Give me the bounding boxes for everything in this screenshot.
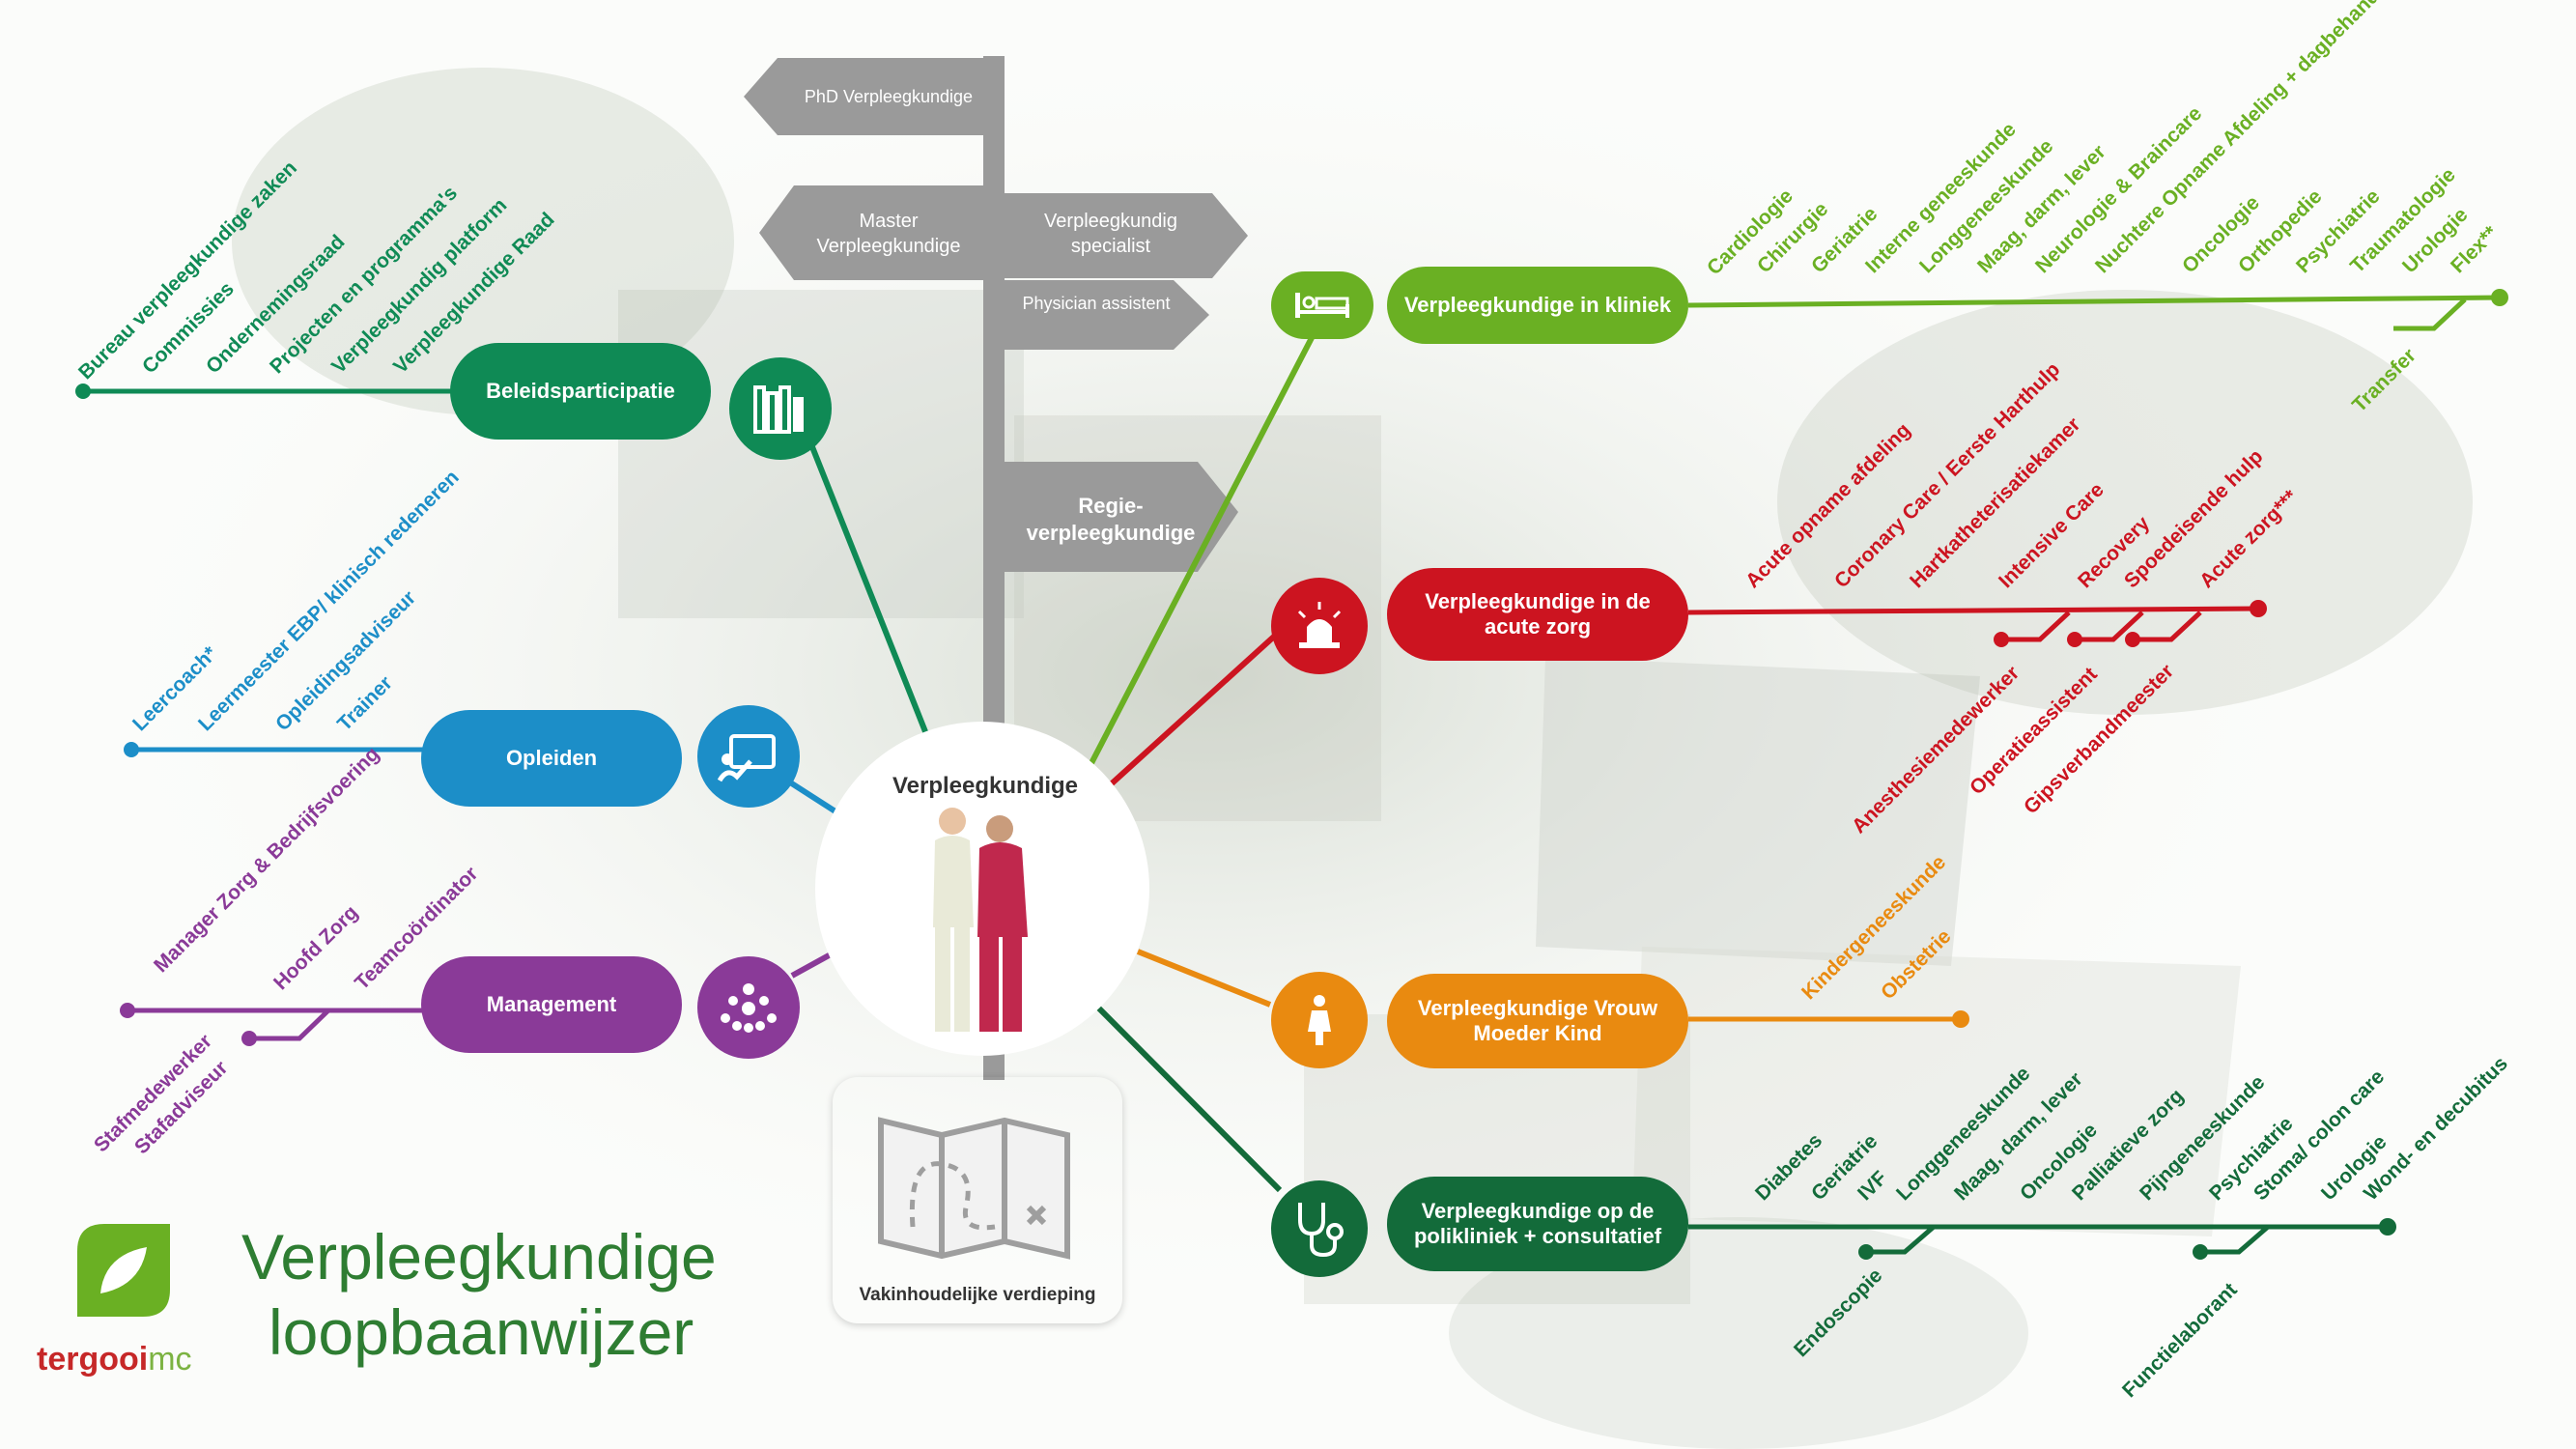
connector-poli — [1094, 1004, 1283, 1193]
sign-phd — [744, 58, 1005, 135]
branch-acute[interactable]: Verpleegkundige in de acute zorg — [1387, 568, 1688, 661]
sub-line-poli-2 — [2200, 1225, 2270, 1255]
branch-beleidsparticipatie[interactable]: Beleidsparticipatie — [450, 343, 711, 440]
sign-master — [759, 185, 1005, 280]
end-dot-opleiden — [124, 742, 139, 757]
sub-line-acute-3 — [2133, 611, 2202, 642]
connector-management — [790, 952, 833, 979]
connector-acute — [1108, 633, 1278, 787]
branch-management[interactable]: Management — [421, 956, 682, 1053]
end-dot-management — [120, 1003, 135, 1018]
brand-name-a: tergooi — [37, 1341, 149, 1378]
sub-line-poli-1 — [1866, 1225, 1936, 1255]
sub-line-acute-2 — [2075, 611, 2144, 642]
end-dot-beleid — [75, 384, 91, 399]
presentation-icon — [697, 705, 800, 808]
sub-line-kliniek — [2393, 298, 2467, 331]
branch-poli[interactable]: Verpleegkundige op de polikliniek + cons… — [1387, 1177, 1688, 1271]
sign-master-label: Master Verpleegkundige — [816, 211, 961, 257]
sub-dot-poli-2 — [2193, 1244, 2208, 1260]
sign-regie — [987, 462, 1238, 572]
brand-title-line1: Verpleegkundige — [241, 1221, 717, 1293]
connector-vmk — [1136, 949, 1272, 1008]
sub-line-acute-1 — [2001, 611, 2071, 642]
bed-icon — [1271, 271, 1373, 339]
team-icon — [697, 956, 800, 1059]
map-illustration — [878, 1117, 1070, 1260]
sign-specialist-label: Verpleegkundig specialist — [1044, 211, 1177, 257]
sub-dot-acute-1 — [1994, 632, 2009, 647]
connector-kliniek — [1089, 328, 1318, 765]
end-dot-kliniek — [2491, 289, 2508, 306]
sub-dot-poli-1 — [1858, 1244, 1874, 1260]
sub-dot-acute-3 — [2125, 632, 2140, 647]
sub-line-management — [249, 1009, 330, 1041]
branch-kliniek[interactable]: Verpleegkundige in kliniek — [1387, 267, 1688, 344]
end-dot-acute — [2250, 600, 2267, 617]
vakinhoudelijke-card[interactable]: Vakinhoudelijke verdieping — [833, 1077, 1122, 1323]
center-title: Verpleegkundige — [892, 773, 1079, 799]
brand-title: Verpleegkundige loopbaanwijzer — [241, 1219, 717, 1370]
sign-regie-label: Regie- verpleegkundige — [1026, 494, 1196, 545]
sign-physician-label: Physician assistent — [1022, 294, 1171, 313]
sign-physician-assistant — [1005, 280, 1209, 350]
brand-name-b: mc — [148, 1341, 192, 1378]
connector-opleiden — [785, 778, 840, 816]
sign-phd-label: PhD Verpleegkundige — [804, 87, 974, 106]
siren-icon — [1271, 578, 1368, 674]
brand-title-line2: loopbaanwijzer — [269, 1296, 694, 1368]
connector-beleid — [801, 423, 935, 751]
end-dot-vmk — [1952, 1010, 1969, 1028]
line-kliniek — [1687, 295, 2501, 308]
map-card-caption: Vakinhoudelijke verdieping — [859, 1285, 1096, 1305]
branch-opleiden[interactable]: Opleiden — [421, 710, 682, 807]
nurses-illustration — [933, 808, 1028, 1032]
line-acute — [1687, 606, 2259, 615]
stethoscope-icon — [1271, 1180, 1368, 1277]
sub-dot-acute-2 — [2067, 632, 2082, 647]
mother-child-icon — [1271, 972, 1368, 1068]
end-dot-poli — [2379, 1218, 2396, 1236]
sub-dot-management — [241, 1031, 257, 1046]
brand-name: tergooimc — [37, 1341, 192, 1378]
branch-vmk[interactable]: Verpleegkundige Vrouw Moeder Kind — [1387, 974, 1688, 1068]
books-icon — [729, 357, 832, 460]
tergooi-logo-icon — [66, 1212, 182, 1328]
sign-specialist — [1005, 193, 1248, 278]
